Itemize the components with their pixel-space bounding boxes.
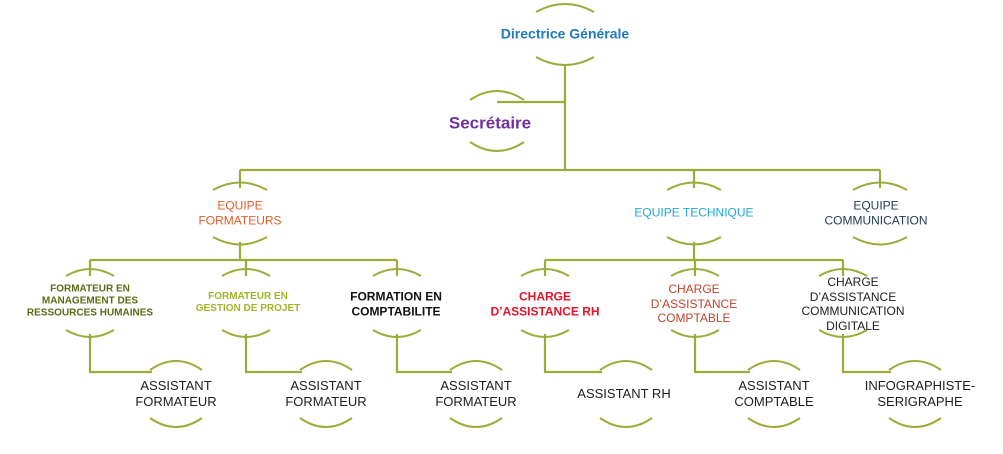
node-assistant-label-line: ASSISTANT	[140, 378, 212, 394]
node-role-label-line: CHARGE	[668, 282, 720, 297]
node-assistant-formateur-3: ASSISTANT FORMATEUR	[435, 378, 516, 410]
node-director: Directrice Générale	[501, 25, 629, 42]
connector-assistant-2	[244, 334, 302, 374]
node-frame-assistant-6	[888, 360, 942, 428]
node-role-label-line: COMMUNICATION	[801, 304, 905, 318]
node-assistant-label-line: FORMATEUR	[285, 394, 367, 409]
node-role-assistance-comptable: CHARGE D’ASSISTANCE COMPTABLE	[651, 282, 737, 326]
node-frame-assistant-4	[599, 360, 653, 428]
node-team-technique: EQUIPE TECHNIQUE	[634, 206, 753, 221]
node-frame-role-3	[372, 268, 422, 338]
node-assistant-label-line: INFOGRAPHISTE-	[864, 378, 976, 394]
node-assistant-rh: ASSISTANT RH	[577, 386, 670, 402]
node-frame-assistant-1	[149, 360, 203, 428]
node-assistant-formateur-1: ASSISTANT FORMATEUR	[135, 378, 216, 410]
node-role-label-line: GESTION DE PROJET	[195, 303, 301, 314]
node-role-gestion-projet: FORMATEUR EN GESTION DE PROJET	[196, 291, 300, 315]
node-frame-assistant-2	[299, 360, 353, 428]
node-frame-role-1	[65, 268, 115, 338]
node-team-formateurs: EQUIPE FORMATEURS	[198, 198, 281, 227]
node-role-label-line: CHARGE	[827, 274, 879, 289]
node-frame-team-3	[852, 181, 908, 246]
node-assistant-label-line: FORMATEUR	[435, 394, 517, 409]
node-role-label-line: FORMATION EN	[350, 289, 442, 304]
node-role-management-rh: FORMATEUR EN MANAGEMENT DES RESSOURCES H…	[27, 284, 153, 321]
node-frame-role-2	[221, 268, 271, 338]
node-role-label-line: D’ASSISTANCE RH	[490, 304, 600, 318]
node-assistant-label-line: SERIGRAPHE	[877, 394, 963, 409]
node-assistant-label-line: ASSISTANT	[440, 378, 512, 394]
node-role-label-line: COMPTABLE	[657, 311, 731, 326]
node-assistant-label-line: ASSISTANT	[290, 378, 362, 394]
node-team-label-line: FORMATEURS	[198, 213, 282, 227]
node-assistant-comptable: ASSISTANT COMPTABLE	[734, 378, 813, 410]
node-team-label-line: EQUIPE	[853, 198, 899, 213]
node-frame-secretary	[469, 90, 525, 152]
node-assistant-label-line: COMPTABLE	[734, 394, 814, 409]
node-assistant-formateur-2: ASSISTANT FORMATEUR	[285, 378, 366, 410]
node-frame-assistant-3	[449, 360, 503, 428]
node-assistant-infographiste: INFOGRAPHISTE- SERIGRAPHE	[865, 378, 976, 410]
node-role-label-line: COMPTABILITE	[351, 304, 441, 318]
connector-assistant-3	[395, 334, 452, 374]
node-secretary: Secrétaire	[449, 114, 531, 135]
node-team-label-line: EQUIPE TECHNIQUE	[634, 205, 754, 220]
connector-assistant-1	[88, 334, 152, 374]
node-role-label-line: CHARGE	[518, 289, 571, 304]
node-role-label-line: FORMATEUR EN	[50, 283, 130, 295]
node-team-communication: EQUIPE COMMUNICATION	[824, 198, 927, 227]
connector-assistant-6	[841, 334, 891, 374]
node-director-label: Directrice Générale	[500, 25, 630, 42]
node-role-assistance-rh: CHARGE D’ASSISTANCE RH	[490, 289, 599, 318]
node-assistant-label-line: ASSISTANT	[738, 378, 810, 394]
node-role-communication-digitale: CHARGE D’ASSISTANCE COMMUNICATION DIGITA…	[801, 275, 904, 334]
node-assistant-label-line: FORMATEUR	[135, 394, 217, 409]
node-frame-role-5	[670, 268, 720, 338]
node-frame-director	[535, 3, 595, 66]
node-frame-assistant-5	[747, 360, 801, 428]
node-role-label-line: RESSOURCES HUMAINES	[26, 308, 154, 320]
node-role-label-line: FORMATEUR EN	[208, 290, 288, 302]
node-assistant-label-line: ASSISTANT RH	[577, 386, 671, 402]
node-role-label-line: D’ASSISTANCE	[809, 289, 897, 304]
node-frame-role-6	[818, 268, 868, 338]
node-team-label-line: EQUIPE	[217, 198, 263, 213]
node-role-comptabilite: FORMATION EN COMPTABILITE	[350, 289, 442, 318]
node-role-label-line: MANAGEMENT DES	[41, 295, 139, 307]
connector-assistant-5	[693, 334, 750, 374]
node-secretary-label: Secrétaire	[448, 113, 532, 133]
node-frame-team-2	[666, 181, 722, 246]
node-team-label-line: COMMUNICATION	[824, 213, 928, 227]
node-role-label-line: D’ASSISTANCE	[650, 296, 738, 311]
node-frame-team-1	[212, 181, 268, 246]
node-frame-role-4	[520, 268, 570, 338]
node-role-label-line: DIGITALE	[826, 318, 880, 333]
connector-assistant-4	[543, 334, 602, 374]
